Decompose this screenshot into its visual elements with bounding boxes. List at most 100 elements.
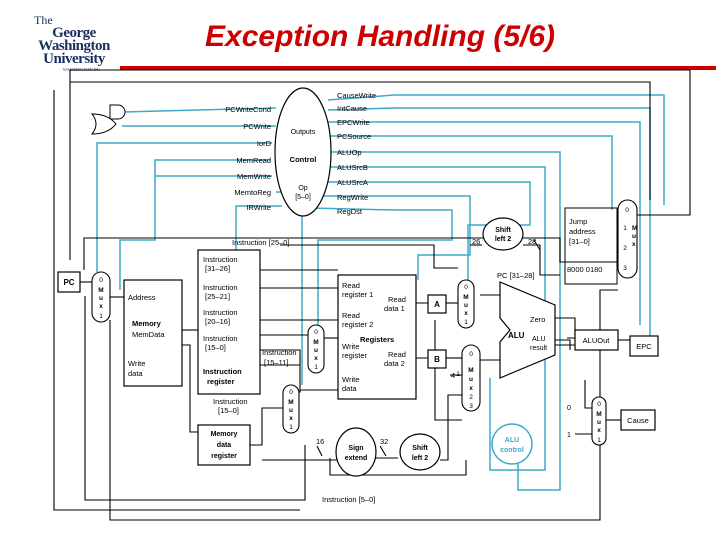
svg-text:A: A [434,300,440,309]
svg-text:Read: Read [342,311,360,320]
mux-alusrcb: 0 1 M u x 2 3 [456,344,481,412]
aluout-register: ALUOut [574,329,619,351]
constant-four-label: 4 [451,371,455,380]
svg-text:register 2: register 2 [342,320,373,329]
svg-text:u: u [469,376,473,383]
svg-text:register: register [207,377,235,386]
svg-text:u: u [314,347,318,354]
mux-regdst: 0 M u x 1 [307,324,325,374]
svg-text:1: 1 [456,371,460,378]
shift-left-2-top: Shift left 2 [482,217,524,251]
svg-text:u: u [99,295,103,302]
signal-label: IntCause [337,104,367,113]
svg-text:left 2: left 2 [412,455,428,462]
svg-text:M: M [288,399,293,406]
svg-text:x: x [289,415,293,422]
memory-data-register: Memory data register [197,424,251,466]
svg-text:Instruction: Instruction [203,367,242,376]
svg-text:Memory: Memory [211,431,238,438]
svg-text:M: M [468,367,473,374]
alu-control: ALU control [491,423,533,465]
svg-text:M: M [463,294,468,301]
svg-text:0: 0 [99,277,103,284]
svg-text:address: address [569,227,596,236]
svg-text:ALU: ALU [505,437,519,444]
svg-text:[31–26]: [31–26] [205,264,230,273]
svg-text:[15–0]: [15–0] [205,343,226,352]
svg-text:x: x [632,241,636,248]
svg-text:data 1: data 1 [384,304,405,313]
svg-text:Address: Address [128,293,156,302]
svg-text:2: 2 [469,394,473,401]
svg-text:[31–0]: [31–0] [569,237,590,246]
svg-text:register: register [211,453,237,460]
svg-text:x: x [464,310,468,317]
register-a: A [427,294,447,314]
right-control-signal-labels: CauseWrite IntCause EPCWrite PCSource AL… [337,91,376,216]
svg-text:data 2: data 2 [384,359,405,368]
svg-text:0: 0 [464,284,468,291]
register-b: B [427,349,447,369]
control-unit: Outputs Control Op [5–0] [274,87,332,217]
svg-text:data: data [342,384,357,393]
svg-text:x: x [469,385,473,392]
shift-left-2-bottom: Shift left 2 [399,433,441,471]
datapath-wires [53,69,691,521]
svg-text:control: control [500,447,524,454]
signal-label: CauseWrite [337,91,376,100]
svg-text:Zero: Zero [530,315,545,324]
width-28-label: 28 [528,237,536,246]
mux-iord: 0 M u x 1 [91,271,111,323]
control-outputs-label: Outputs [291,129,316,136]
signal-label: EPCWrite [337,118,370,127]
svg-text:Shift: Shift [495,227,511,234]
signal-label: ALUOp [337,148,362,157]
svg-text:MemData: MemData [132,330,165,339]
svg-text:Instruction: Instruction [203,334,238,343]
svg-text:result: result [530,345,547,352]
control-label: Control [290,155,317,164]
intcause-input-1-label: 1 [567,432,571,439]
svg-text:Read: Read [342,281,360,290]
inst-15-0-bits: [15–0] [218,406,239,415]
left-control-signal-labels: PCWriteCond PCWrite IorD MemRead MemWrit… [225,105,271,212]
op-label: Op [298,185,307,192]
width-32-label: 32 [380,437,388,446]
svg-text:M: M [313,339,318,346]
svg-text:Instruction: Instruction [203,308,238,317]
svg-text:u: u [289,407,293,414]
register-file: Read register 1 Read register 2 Write re… [337,274,417,400]
svg-text:x: x [597,427,601,434]
signal-label: ALUSrcA [337,178,368,187]
mux-memtoreg: 0 M u x 1 [282,384,300,434]
svg-text:1: 1 [289,424,293,431]
instruction-register: Instruction [31–26] Instruction [25–21] … [197,249,261,395]
gwu-logo: The George Washington University WASHING… [34,13,110,73]
svg-text:u: u [597,419,601,426]
signal-label: MemWrite [237,172,271,181]
svg-text:M: M [632,225,637,232]
title-rule [120,66,716,70]
svg-text:Write: Write [342,342,359,351]
svg-text:Registers: Registers [360,335,394,344]
signal-label: PCWrite [243,122,271,131]
signal-label: MemtoReg [234,188,271,197]
svg-text:Write: Write [128,359,145,368]
svg-text:B: B [434,355,440,364]
sign-extend-unit: Sign extend [335,427,377,477]
svg-text:ALU: ALU [508,331,525,340]
width-26-label: 26 [472,237,480,246]
cause-register: Cause [620,409,656,431]
svg-text:0: 0 [314,329,318,336]
svg-text:Jump: Jump [569,217,587,226]
svg-text:1: 1 [623,225,627,232]
signal-label: IRWrite [246,203,271,212]
signal-label: MemRead [236,156,271,165]
svg-text:[25–21]: [25–21] [205,292,230,301]
signal-label: IorD [257,139,272,148]
svg-text:register 1: register 1 [342,290,373,299]
svg-text:EPC: EPC [636,342,652,351]
svg-text:[20–16]: [20–16] [205,317,230,326]
svg-text:0: 0 [597,401,601,408]
